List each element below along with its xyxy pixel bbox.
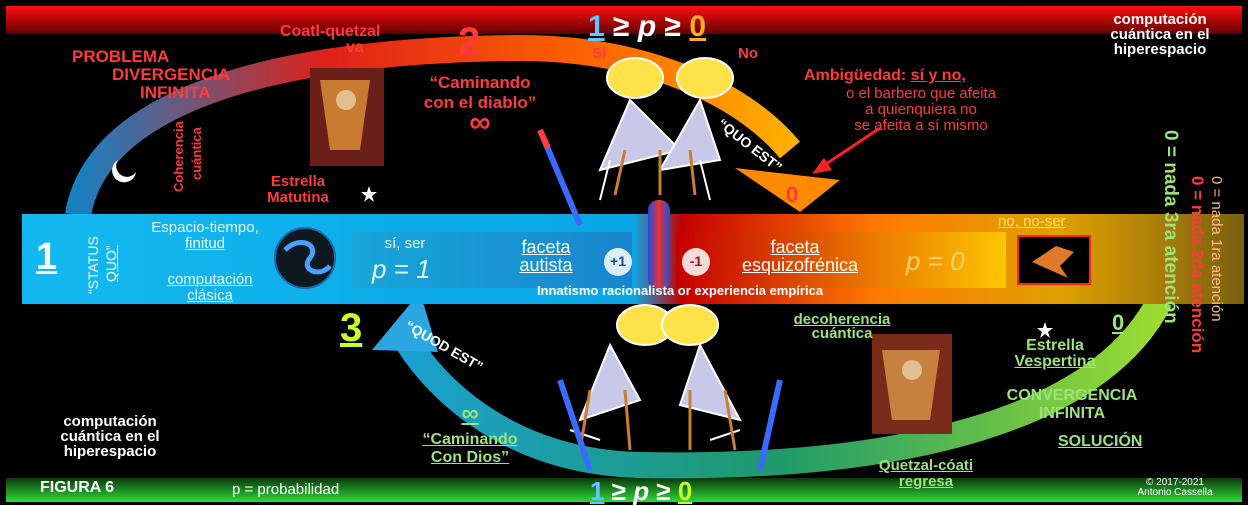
band-minus-one: -1 xyxy=(689,253,703,269)
ambiguedad-line2: o el barbero que afeita xyxy=(845,85,997,102)
label-con-dios: Con Dios” xyxy=(430,449,510,466)
label-vespertina: Vespertina xyxy=(1014,353,1096,370)
label-problema: PROBLEMA xyxy=(72,47,170,66)
vertical-tercera-atencion: 0 = nada 3ra atención xyxy=(1160,130,1181,324)
ambiguedad-si-y-no: sí y no, xyxy=(910,67,966,84)
label-infinita-top: INFINITA xyxy=(140,83,211,102)
label-infinita-bottom: INFINITA xyxy=(1038,405,1106,422)
number-two: 2 xyxy=(458,20,481,64)
band-espacio: Espacio-tiempo, xyxy=(151,219,259,236)
bottom-ineq-ge2: ≥ xyxy=(656,476,671,506)
ambiguedad-line4: se afeita a sí mismo xyxy=(854,117,988,134)
label-caminando-dios: “Caminando xyxy=(422,431,518,448)
arrow-zero: 0 xyxy=(786,182,799,207)
label-solucion: SOLUCIÓN xyxy=(1058,433,1143,450)
label-divergencia: DIVERGENCIA xyxy=(112,65,231,84)
label-convergencia: CONVERGENCIA xyxy=(1006,387,1138,404)
band-si-ser: sí, ser xyxy=(384,235,426,252)
ambiguedad-line3: a quienquiera no xyxy=(865,101,977,118)
band-p-eq-0: p = 0 xyxy=(906,246,965,276)
label-no: No xyxy=(738,45,758,62)
label-coatl-quetzal: Coatl-quetzal xyxy=(280,23,381,40)
label-va: va xyxy=(346,39,364,56)
label-estrella-bottom: Estrella xyxy=(1026,337,1084,354)
label-caminando-diablo: “Caminando xyxy=(429,73,531,92)
band-one: 1 xyxy=(36,236,58,278)
band-clasica: clásica xyxy=(187,287,233,304)
label-quetzal-coati: Quetzal-cóati xyxy=(878,457,974,474)
top-ineq-ge2: ≥ xyxy=(664,10,681,43)
title-top-right: computación cuántica en el hiperespacio xyxy=(1110,11,1210,58)
band-plus-one: +1 xyxy=(610,253,626,269)
figure-label: FIGURA 6 xyxy=(40,479,115,496)
label-coherencia: Coherencia xyxy=(171,121,186,192)
band-quo: QUO” xyxy=(103,245,119,282)
label-coherencia-cuantica: cuántica xyxy=(189,127,204,180)
bottom-ineq-zero: 0 xyxy=(677,476,693,506)
band-no-no-ser: no, no-ser xyxy=(998,213,1066,230)
number-three: 3 xyxy=(340,306,363,350)
top-ineq-one: 1 xyxy=(588,10,605,43)
bottom-zero: 0 xyxy=(1112,310,1125,335)
ambiguedad-title: Ambigüedad: xyxy=(804,67,907,84)
infinity-bottom: ∞ xyxy=(461,400,479,427)
top-ineq-ge1: ≥ xyxy=(613,10,630,43)
band-autista: autista xyxy=(519,255,573,275)
band-faceta-2: faceta xyxy=(770,237,820,257)
label-ambiguedad: Ambigüedad: sí y no, xyxy=(804,68,966,84)
label-regresa: regresa xyxy=(898,473,954,490)
top-ineq-zero: 0 xyxy=(689,10,707,43)
vertical-segunda-atencion: 0 = nada 2da atención xyxy=(1188,176,1207,354)
label-con-el-diablo: con el diablo” xyxy=(423,93,537,112)
vertical-primera-atencion: 0 = nada 1ra atención xyxy=(1208,176,1225,322)
title-bottom-left: computación cuántica en el hiperespacio xyxy=(60,413,160,460)
top-inequality: 1 ≥ p ≥ 0 xyxy=(588,12,706,42)
bottom-ineq-p: p xyxy=(633,476,650,506)
label-si: Sí xyxy=(592,45,607,62)
band-p-eq-1: p = 1 xyxy=(372,254,431,284)
infinity-top: ∞ xyxy=(469,106,491,139)
band-esquizofrenica: esquizofrénica xyxy=(741,255,859,275)
label-decoherencia-cuantica: cuántica xyxy=(811,325,873,342)
label-matutina: Matutina xyxy=(267,189,329,206)
probability-definition: p = probabilidad xyxy=(232,481,340,498)
band-status: “STATUS xyxy=(85,236,101,294)
bottom-ineq-one: 1 xyxy=(590,476,605,506)
bottom-ineq-ge1: ≥ xyxy=(611,476,626,506)
bottom-inequality: 1 ≥ p ≥ 0 xyxy=(590,478,692,504)
copyright: © 2017-2021 Antonio Cassella xyxy=(1137,477,1213,498)
top-ineq-p: p xyxy=(637,10,657,43)
label-decoherencia: decoherencia xyxy=(793,311,891,328)
label-estrella-top: Estrella xyxy=(270,173,326,190)
band-finitud: finitud xyxy=(184,235,226,252)
band-computacion: computación xyxy=(167,271,253,288)
band-faceta-1: faceta xyxy=(521,237,571,257)
band-innatismo: Innatismo racionalista or experiencia em… xyxy=(536,283,824,298)
